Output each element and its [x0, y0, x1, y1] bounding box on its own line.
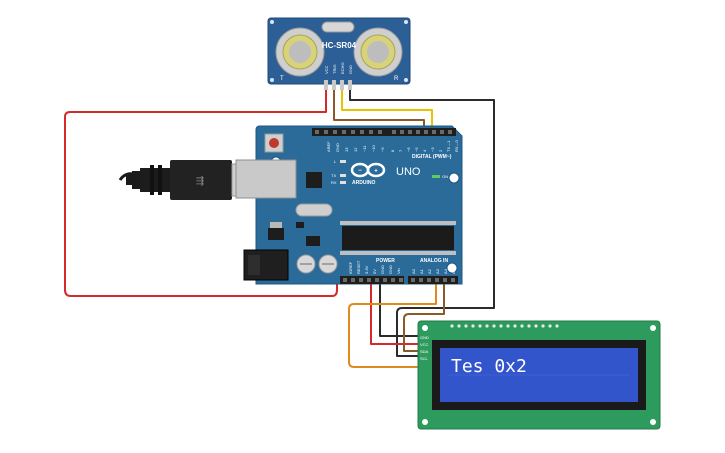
pin-gnd1-label: GND — [380, 265, 385, 274]
svg-text:−: − — [358, 168, 362, 174]
receiver-transducer — [353, 27, 403, 77]
arduino-uno-board[interactable]: AREF GND 13 12 ~11 ~10 ~9 8 7 ~6 ~5 4 ~3… — [235, 125, 463, 285]
crystal-oscillator — [295, 203, 333, 217]
pin-a2-label: A2 — [427, 268, 432, 274]
reset-pin-label: RESET — [356, 260, 361, 274]
wire-lcd-gnd-black[interactable] — [379, 278, 418, 337]
sensor-pin-echo-label: ECHO — [340, 62, 345, 74]
sensor-pin-trig-label: TRIG — [332, 64, 337, 74]
arduino-brand-label: ARDUINO — [352, 180, 375, 186]
wire-gnd-black[interactable] — [349, 88, 495, 357]
analog-header — [408, 276, 458, 284]
pin-1-label: TX→1 — [446, 140, 451, 152]
atmega-chip — [342, 226, 454, 250]
pin-a0-label: A0 — [411, 268, 416, 274]
pin-6-label: ~6 — [406, 147, 411, 152]
analog-label: ANALOG IN — [420, 258, 448, 264]
transmitter-transducer — [275, 27, 325, 77]
lcd-pin-sda-label: SDA — [420, 349, 429, 354]
power-header — [340, 276, 404, 284]
pin-a1-label: A1 — [419, 268, 424, 274]
lcd-pin-vcc-label: VCC — [420, 342, 429, 347]
svg-text:+: + — [374, 169, 378, 175]
pin-12-label: 12 — [353, 147, 358, 152]
led-l-label: L — [334, 159, 337, 164]
sensor-pin-trig[interactable] — [332, 80, 336, 90]
wires — [64, 88, 495, 368]
pin-a3-label: A3 — [435, 268, 440, 274]
led-rx-label: RX — [331, 180, 337, 185]
sensor-r-mark: R — [394, 76, 399, 82]
pin-11-label: ~11 — [362, 145, 367, 152]
pin-a4-label: A4 — [443, 268, 448, 274]
arduino-logo: − + — [350, 162, 386, 178]
lcd-pin-scl-label: SCL — [420, 356, 429, 361]
aref-label: AREF — [326, 141, 331, 152]
pin-gnd2-label: GND — [388, 265, 393, 274]
gnd-top-label: GND — [335, 143, 340, 152]
pin-5v-label: 5V — [372, 269, 377, 274]
lcd-i2c-module[interactable]: Tes 0x2 GND VCC SDA SCL — [417, 320, 661, 430]
pin-7-label: 7 — [398, 149, 403, 152]
digital-label: DIGITAL (PWM~) — [412, 154, 452, 160]
digital-header — [312, 128, 456, 136]
usb-chip — [306, 172, 322, 188]
usb-icon: ⇶ — [196, 175, 204, 187]
pin-10-label: ~10 — [371, 144, 376, 152]
pin-a5-label: A5 — [451, 268, 456, 274]
wire-scl-orange[interactable] — [348, 278, 437, 368]
sensor-pin-echo[interactable] — [340, 80, 344, 90]
pin-5-label: ~5 — [414, 147, 419, 152]
ioref-label: IOREF — [348, 261, 353, 274]
hc-sr04-sensor[interactable]: HC-SR04 T R VCC TRIG ECHO GND — [267, 17, 411, 90]
uno-label: UNO — [396, 166, 421, 178]
wire-echo-yellow[interactable] — [341, 88, 433, 133]
pin-9-label: ~9 — [380, 147, 385, 152]
voltage-regulator — [268, 228, 284, 240]
on-led — [432, 175, 440, 178]
pin-13-label: 13 — [344, 147, 349, 152]
pin-3v3-label: 3.3V — [364, 265, 369, 274]
sensor-pin-vcc-label: VCC — [324, 65, 329, 74]
sensor-model-label: HC-SR04 — [322, 41, 357, 50]
led-tx-label: TX — [331, 173, 336, 178]
sensor-pin-gnd-label: GND — [348, 65, 353, 74]
sensor-pin-gnd[interactable] — [348, 80, 352, 90]
wire-lcd-vcc-red[interactable] — [370, 278, 418, 345]
pin-4-label: 4 — [422, 149, 427, 152]
wire-vcc-red[interactable] — [64, 88, 338, 297]
wire-sda-brown[interactable] — [403, 278, 445, 352]
pin-2-label: 2 — [438, 149, 443, 152]
lcd-display-text: Tes 0x2 — [451, 356, 527, 377]
sensor-pin-vcc[interactable] — [324, 80, 328, 90]
pin-0-label: RX←0 — [454, 139, 459, 152]
lcd-header-holes — [450, 324, 559, 328]
sensor-t-mark: T — [280, 76, 284, 82]
pin-3-label: ~3 — [430, 147, 435, 152]
reset-button[interactable] — [264, 133, 284, 153]
power-label: POWER — [376, 258, 395, 264]
on-label: ON — [442, 174, 448, 179]
pin-vin-label: Vin — [396, 268, 401, 274]
usb-socket — [235, 159, 297, 199]
pin-8-label: 8 — [390, 149, 395, 152]
lcd-pin-gnd-label: GND — [420, 335, 429, 340]
